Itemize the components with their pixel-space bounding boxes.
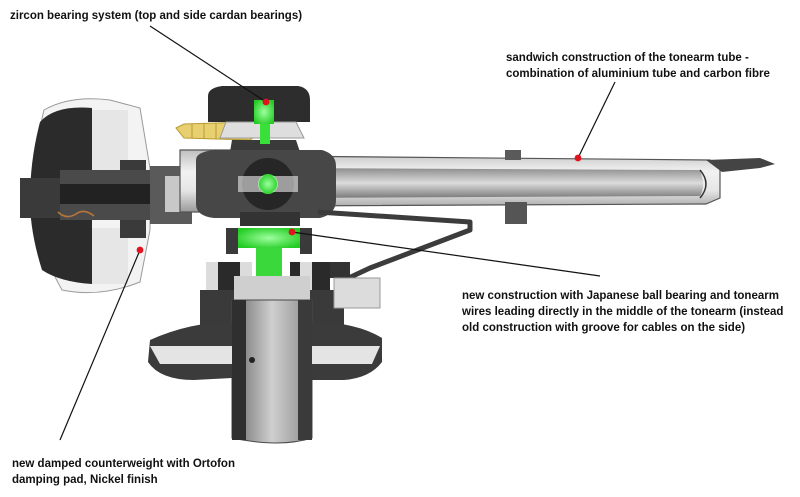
marker-ball	[288, 228, 296, 236]
label-tube-line-2: combination of aluminium tube and carbon…	[506, 68, 770, 80]
label-ball-line-2: wires leading directly in the middle of …	[462, 306, 784, 318]
label-ball-bearing: new construction with Japanese ball bear…	[462, 288, 783, 336]
marker-tube	[574, 154, 582, 162]
rear-shaft	[20, 166, 195, 224]
bearing-top-housing	[208, 86, 310, 152]
marker-bearing	[262, 98, 270, 106]
label-ball-line-3: old construction with groove for cables …	[462, 322, 746, 334]
lower-bearing-block	[226, 228, 312, 278]
label-bearing-line-1: zircon bearing system (top and side card…	[10, 10, 303, 22]
bearing-yoke	[196, 150, 336, 226]
leader-ball	[291, 231, 601, 277]
leader-counterweight	[59, 249, 141, 441]
leader-bearing	[149, 25, 267, 103]
label-tube: sandwich construction of the tonearm tub…	[506, 50, 770, 82]
leader-lines	[59, 25, 616, 441]
spring-wire	[57, 210, 95, 218]
leader-tube	[577, 81, 616, 159]
arm-lift-rod	[317, 209, 473, 285]
label-counterweight: new damped counterweight with Ortofon da…	[12, 456, 235, 488]
label-counterweight-line-1: new damped counterweight with Ortofon	[12, 458, 235, 470]
base-plate	[148, 262, 382, 380]
label-bearing: zircon bearing system (top and side card…	[10, 8, 302, 24]
label-tube-line-1: sandwich construction of the tonearm tub…	[506, 52, 749, 64]
marker-counterweight	[136, 246, 144, 254]
label-ball-line-1: new construction with Japanese ball bear…	[462, 290, 779, 302]
label-counterweight-line-2: damping pad, Nickel finish	[12, 474, 158, 486]
tonearm-pillar	[200, 262, 344, 444]
red-markers	[136, 98, 582, 254]
